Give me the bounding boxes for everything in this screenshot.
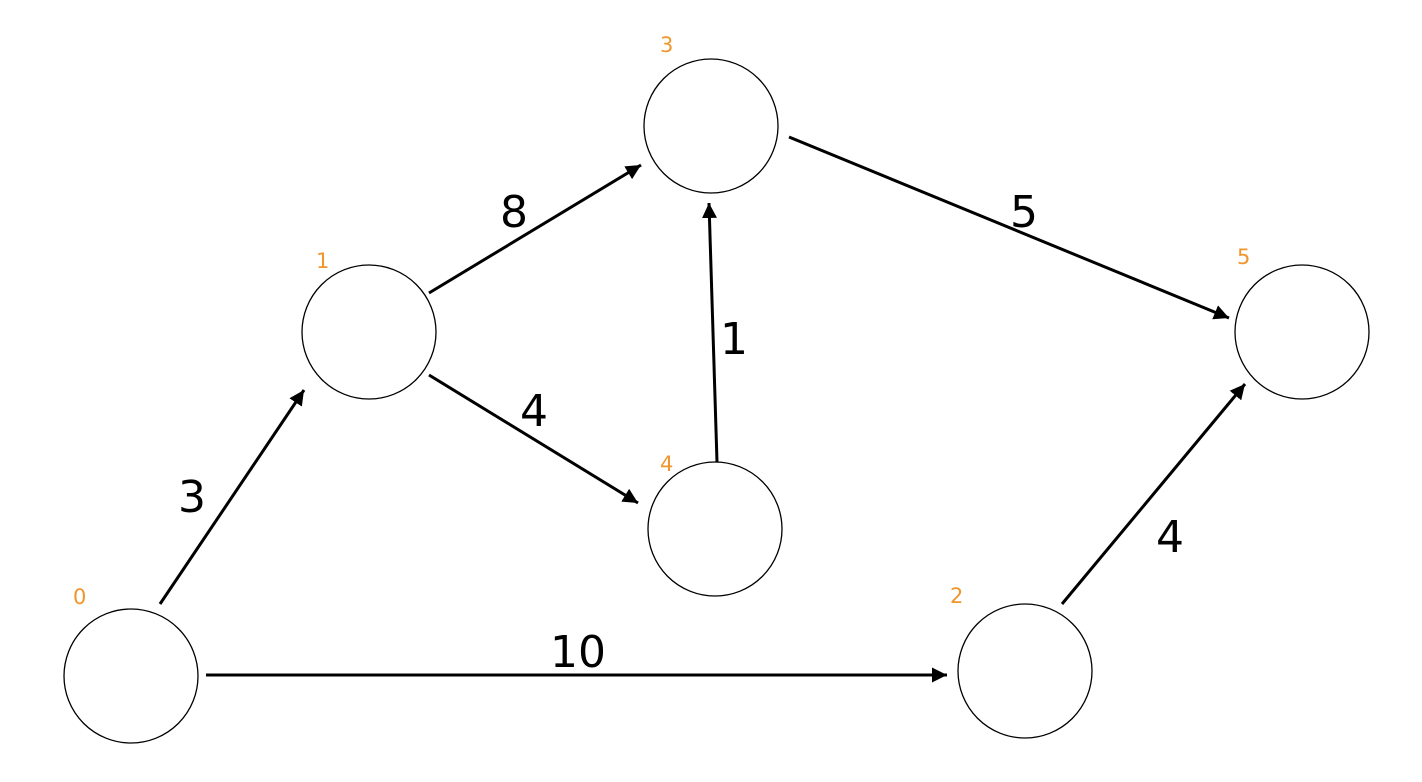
edge-1-4 <box>428 373 639 505</box>
node-2-circle <box>957 603 1093 739</box>
nodes: 0 1 2 3 4 5 <box>63 33 1370 744</box>
edge-weight-2-5: 4 <box>1156 512 1184 563</box>
edges <box>158 135 1247 683</box>
edge-weight-3-5: 5 <box>1010 187 1038 238</box>
node-3: 3 <box>643 33 779 194</box>
edge-weight-0-2: 10 <box>550 627 606 678</box>
node-0-circle <box>63 608 199 744</box>
node-1: 1 <box>301 249 437 400</box>
edge-4-3 <box>701 202 719 463</box>
node-0: 0 <box>63 585 199 744</box>
node-2-label: 2 <box>950 584 963 608</box>
edge-weight-1-3: 8 <box>500 187 528 238</box>
node-3-label: 3 <box>660 33 673 57</box>
node-4-label: 4 <box>660 452 673 476</box>
node-4: 4 <box>647 452 783 597</box>
node-0-label: 0 <box>73 585 86 609</box>
node-1-label: 1 <box>316 249 329 273</box>
edge-weight-1-4: 4 <box>520 386 548 437</box>
edge-weight-4-3: 1 <box>720 314 748 365</box>
node-5-label: 5 <box>1237 245 1250 269</box>
node-5-circle <box>1234 264 1370 400</box>
edge-0-1 <box>158 389 306 605</box>
edge-3-5 <box>788 135 1230 320</box>
node-5: 5 <box>1234 245 1370 400</box>
edge-1-3 <box>428 163 642 295</box>
edge-weight-0-1: 3 <box>178 472 206 523</box>
node-2: 2 <box>950 584 1093 739</box>
node-1-circle <box>301 264 437 400</box>
node-4-circle <box>647 461 783 597</box>
node-3-circle <box>643 58 779 194</box>
edge-2-5 <box>1060 383 1247 605</box>
edge-weights: 3 10 8 4 1 5 4 <box>178 187 1184 678</box>
